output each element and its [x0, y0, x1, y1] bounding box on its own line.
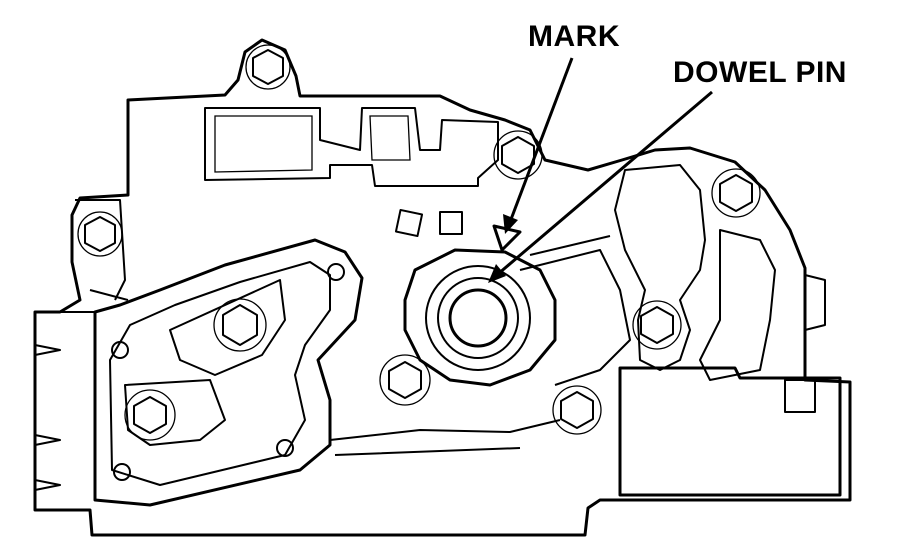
right-passage	[614, 164, 706, 371]
passage-lower	[329, 419, 561, 456]
small-hole	[111, 341, 129, 359]
left-plate-cutout	[169, 279, 286, 376]
bolt	[711, 168, 761, 218]
mark-callout-label: MARK	[528, 20, 620, 53]
dowel-pin	[448, 288, 508, 348]
dowel-pin-leader-line	[497, 90, 713, 276]
lower-right-port	[784, 379, 816, 413]
small-hole	[113, 463, 131, 481]
left-tab	[34, 311, 95, 491]
passage-right	[519, 235, 631, 386]
bolt	[552, 385, 602, 435]
upper-left-flange	[75, 199, 129, 301]
bolt	[77, 211, 123, 257]
left-plate	[93, 238, 364, 507]
left-plate-inner	[109, 261, 331, 486]
bolt	[124, 389, 176, 441]
dowel-pin-callout-label: DOWEL PIN	[673, 56, 847, 89]
left-plate-cutout-2	[124, 379, 226, 446]
central-boss	[403, 248, 557, 387]
bolt	[379, 354, 431, 406]
mark-leader-line	[508, 57, 574, 223]
upper-inner-wall	[214, 115, 411, 173]
small-hole	[276, 439, 294, 457]
square-window-2	[439, 211, 463, 235]
upper-chamber	[204, 107, 499, 187]
mark-leader-arrowhead	[503, 214, 518, 234]
right-edge-flange	[804, 274, 826, 331]
square-window-1	[394, 208, 424, 238]
housing-outline	[33, 38, 852, 537]
bolt	[245, 44, 291, 90]
dowel-pin-boss-inner	[437, 277, 519, 359]
lower-right-block	[618, 366, 842, 497]
bolt	[632, 300, 682, 350]
dowel-pin-boss-outer	[425, 265, 531, 371]
right-channel	[699, 229, 776, 381]
dowel-pin-leader-arrowhead	[488, 264, 506, 283]
bolt	[213, 298, 267, 352]
bolt	[493, 130, 543, 180]
small-hole	[327, 263, 345, 281]
